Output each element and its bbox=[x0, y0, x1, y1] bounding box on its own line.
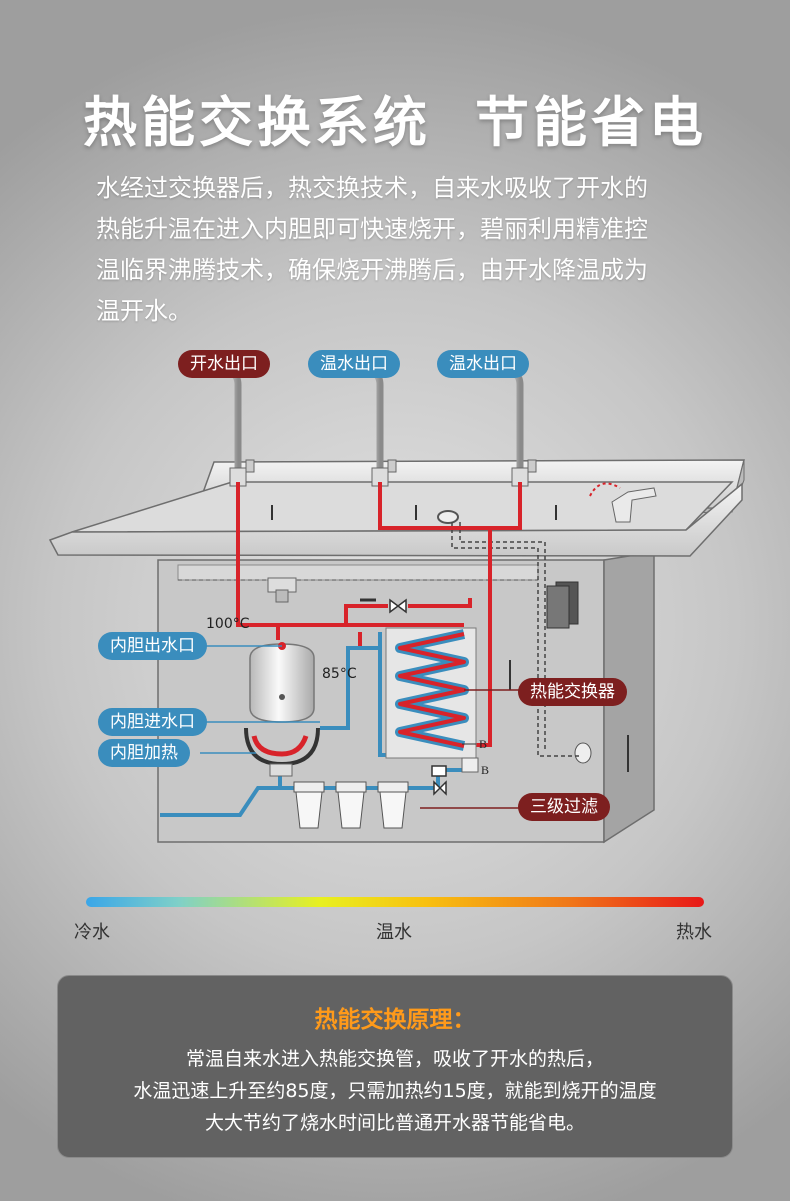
callout-lines bbox=[200, 645, 520, 809]
principle-title: 热能交换原理： bbox=[314, 1007, 476, 1033]
principle-line: 大大节约了烧水时间比普通开水器节能省电。 bbox=[204, 1112, 585, 1134]
tag-boiling-outlet: 开水出口 bbox=[178, 350, 270, 378]
sink-counter bbox=[48, 459, 745, 557]
tag-inner-tank-inlet: 内胆进水口 bbox=[98, 708, 207, 736]
title-part-1: 热能交换系统 bbox=[83, 91, 431, 154]
temp-warm-label: 85°C bbox=[322, 666, 357, 682]
drain-lines bbox=[451, 522, 580, 757]
intro-line: 温开水。 bbox=[96, 297, 192, 325]
tag-heat-exchanger: 热能交换器 bbox=[518, 678, 627, 706]
intro-line: 温临界沸腾技术，确保烧开沸腾后，由开水降温成为 bbox=[96, 256, 648, 284]
gradient-label-warm: 温水 bbox=[376, 922, 412, 943]
marker-b: B bbox=[479, 737, 487, 751]
tag-inner-tank-outlet: 内胆出水口 bbox=[98, 632, 207, 660]
water-system-diagram: 100°C 85°C B B bbox=[48, 368, 745, 844]
tag-warm-outlet-2: 温水出口 bbox=[437, 350, 529, 378]
principle-panel: 热能交换原理： 常温自来水进入热能交换管，吸收了开水的热后， 水温迅速上升至约8… bbox=[57, 975, 733, 1158]
temperature-gradient-bar bbox=[86, 897, 704, 907]
gradient-label-hot: 热水 bbox=[676, 922, 712, 943]
three-stage-filters bbox=[293, 781, 409, 829]
intro-text: 水经过交换器后，热交换技术，自来水吸收了开水的 热能升温在进入内胆即可快速烧开，… bbox=[96, 168, 706, 332]
inner-tank bbox=[244, 577, 320, 777]
gradient-label-cold: 冷水 bbox=[74, 922, 110, 943]
principle-line: 水温迅速上升至约85度，只需加热约15度，就能到烧开的温度 bbox=[133, 1080, 657, 1102]
intro-line: 水经过交换器后，热交换技术，自来水吸收了开水的 bbox=[96, 174, 648, 202]
valves bbox=[360, 598, 447, 796]
title-part-2: 节能省电 bbox=[475, 91, 707, 154]
temp-boil-label: 100°C bbox=[206, 616, 250, 632]
page-title: 热能交换系统节能省电 bbox=[0, 78, 790, 157]
heat-exchanger bbox=[385, 627, 479, 773]
principle-line: 常温自来水进入热能交换管，吸收了开水的热后， bbox=[185, 1048, 604, 1070]
tag-warm-outlet-1: 温水出口 bbox=[308, 350, 400, 378]
tag-inner-tank-heating: 内胆加热 bbox=[98, 739, 190, 767]
marker-b: B bbox=[481, 763, 489, 777]
intro-line: 热能升温在进入内胆即可快速烧开，碧丽利用精准控 bbox=[96, 215, 648, 243]
tag-three-stage-filter: 三级过滤 bbox=[518, 793, 610, 821]
